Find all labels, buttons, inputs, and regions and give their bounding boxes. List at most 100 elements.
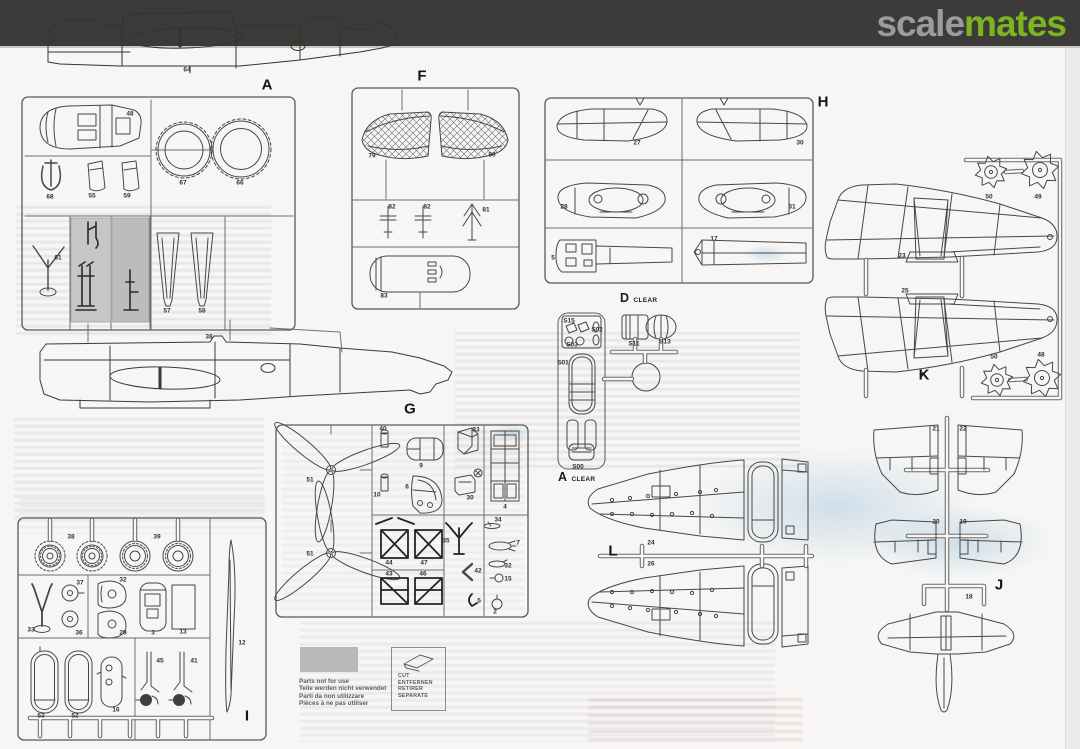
part-number-label: 36 bbox=[75, 629, 83, 637]
part-cowl-ring bbox=[155, 121, 213, 179]
part-number-label: 28 bbox=[560, 203, 568, 211]
part-number-label: 81 bbox=[482, 206, 490, 214]
part-number-label: 32 bbox=[119, 576, 127, 584]
part-number-label: 45 bbox=[156, 657, 164, 665]
part-number-label: 17 bbox=[710, 235, 718, 243]
part-number-label: 55 bbox=[88, 192, 96, 200]
part-number-label: 66 bbox=[236, 179, 244, 187]
part-stabilizer bbox=[877, 611, 1015, 713]
part-number-label: 53 bbox=[37, 712, 45, 720]
sprue-letter-h: H bbox=[817, 93, 829, 111]
part-number-label: 27 bbox=[633, 139, 641, 147]
part-number-label: 59 bbox=[123, 192, 131, 200]
part-number-label: 37 bbox=[76, 579, 84, 587]
part-number-label: 79 bbox=[368, 152, 376, 160]
part-cowl-ring bbox=[210, 118, 272, 180]
sprue-letter-j: J bbox=[994, 576, 1004, 594]
part-number-label: 7 bbox=[516, 539, 520, 547]
part-number-label: 4 bbox=[503, 503, 507, 511]
part-number-label: 3 bbox=[151, 629, 155, 637]
part-number-label: S00 bbox=[572, 463, 584, 471]
part-number-label: 23 bbox=[898, 252, 906, 260]
bleed-through-text bbox=[588, 698, 803, 742]
part-number-label: 31 bbox=[788, 203, 796, 211]
site-header: scalemates bbox=[0, 0, 1080, 48]
part-number-label: 82 bbox=[423, 203, 431, 211]
bleed-through-blue bbox=[744, 244, 788, 264]
part-number-label: 33 bbox=[27, 626, 35, 634]
sprue-letter-a: A bbox=[261, 76, 273, 94]
part-number-label: S03 bbox=[566, 341, 578, 349]
part-number-label: 5 bbox=[477, 597, 481, 605]
cut-line-de: ENTFERNEN bbox=[398, 679, 433, 686]
part-number-label: 32 bbox=[504, 562, 512, 570]
part-propeller bbox=[274, 421, 401, 543]
bleed-through-text bbox=[300, 622, 775, 742]
part-number-label: 68 bbox=[46, 193, 54, 201]
part-number-label: 38 bbox=[67, 533, 75, 541]
part-number-label: 51 bbox=[306, 550, 314, 558]
part-wingtip-glazed bbox=[361, 111, 432, 160]
sprue-f bbox=[351, 87, 520, 310]
part-number-label: 80 bbox=[488, 151, 496, 159]
part-number-label: 57 bbox=[163, 307, 171, 315]
blade-icon bbox=[403, 654, 434, 672]
parts-not-for-use bbox=[75, 221, 139, 311]
part-number-label: S15 bbox=[563, 317, 575, 325]
part-elevator bbox=[873, 424, 939, 496]
part-number-label: 52 bbox=[71, 712, 79, 720]
part-number-label: 41 bbox=[190, 657, 198, 665]
part-number-label: 48 bbox=[1037, 351, 1045, 359]
part-number-label: 83 bbox=[380, 292, 388, 300]
sprue-letter-g: G bbox=[404, 400, 416, 418]
note-line-en: Parts not for use bbox=[299, 678, 350, 685]
sprue-letter-l: L bbox=[608, 542, 618, 560]
sprue-clear bbox=[557, 312, 679, 470]
part-number-label: 18 bbox=[965, 593, 973, 601]
part-number-label: 21 bbox=[932, 425, 940, 433]
cut-line-en: CUT bbox=[398, 673, 410, 679]
sprue-letter-f: F bbox=[417, 67, 427, 85]
sprue-l bbox=[587, 458, 815, 648]
part-radial-engine bbox=[980, 363, 1014, 397]
part-number-label: 29 bbox=[119, 629, 127, 637]
part-number-label: 43 bbox=[385, 570, 393, 578]
fuselage-half-lower bbox=[39, 319, 453, 409]
scalemates-logo[interactable]: scalemates bbox=[876, 1, 1067, 47]
bleed-through-text bbox=[14, 418, 264, 522]
note-line-fr: Pièces à ne pas utiliser bbox=[299, 700, 369, 708]
part-number-label: 30 bbox=[466, 494, 474, 502]
part-number-label: 64 bbox=[183, 66, 191, 74]
part-number-label: 22 bbox=[959, 425, 967, 433]
note-line-de: Teile werden nicht verwendet bbox=[299, 685, 387, 693]
part-number-label: 19 bbox=[959, 518, 967, 526]
part-number-label: 40 bbox=[379, 425, 387, 433]
part-number-label: 46 bbox=[419, 570, 427, 578]
sprue-letter-i: I bbox=[244, 707, 250, 725]
part-number-label: 48 bbox=[126, 110, 134, 118]
part-number-label: 50 bbox=[985, 193, 993, 201]
part-radial-engine bbox=[974, 155, 1008, 189]
part-number-label: 25 bbox=[901, 287, 909, 295]
sprue-a bbox=[21, 96, 296, 331]
part-number-label: 34 bbox=[494, 516, 502, 524]
part-number-label: S13 bbox=[659, 338, 671, 346]
part-number-label: 12 bbox=[238, 639, 246, 647]
part-number-label: S02 bbox=[591, 326, 603, 334]
part-number-label: 39 bbox=[153, 533, 161, 541]
part-number-label: 44 bbox=[385, 559, 393, 567]
part-number-label: K bbox=[921, 371, 927, 379]
part-number-label: 51 bbox=[306, 476, 314, 484]
part-number-label: 58 bbox=[198, 307, 206, 315]
part-radial-engine bbox=[1020, 150, 1060, 190]
part-number-label: 42 bbox=[474, 567, 482, 575]
part-number-label: 20 bbox=[932, 518, 940, 526]
part-number-label: 49 bbox=[1034, 193, 1042, 201]
part-nacelle-half bbox=[557, 182, 666, 219]
part-number-label: S01 bbox=[557, 359, 569, 367]
page-edge bbox=[1065, 48, 1080, 749]
part-number-label: S11 bbox=[628, 340, 640, 348]
sprue-j bbox=[873, 415, 1023, 713]
part-number-label: 82 bbox=[388, 203, 396, 211]
